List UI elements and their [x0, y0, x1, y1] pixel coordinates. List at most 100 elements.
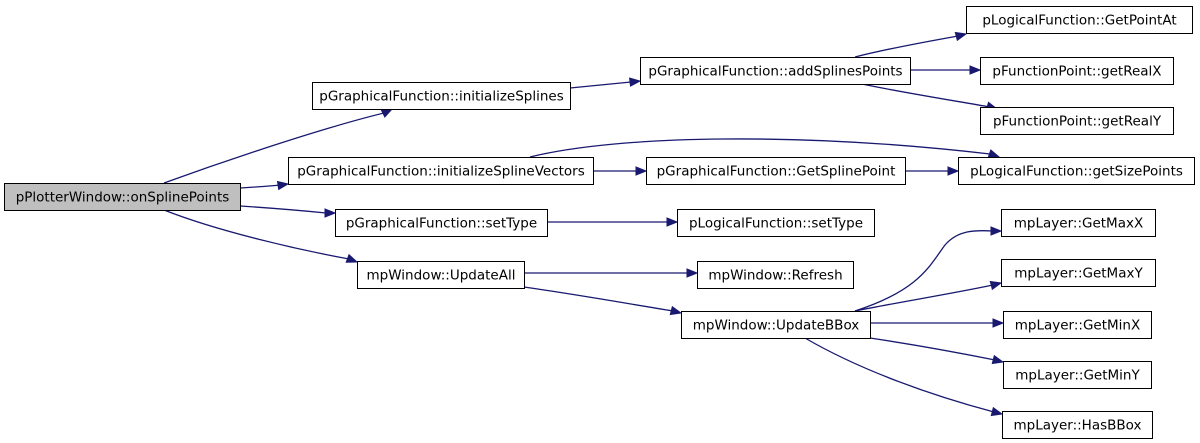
edge-arrowhead: [669, 305, 683, 316]
edge-arrowhead: [629, 77, 642, 87]
node-refresh[interactable]: mpWindow::Refresh: [697, 261, 854, 289]
edge-initSplineVectors-to-getSizePoints: [529, 138, 1001, 159]
node-box: [312, 82, 571, 110]
edge-line: [523, 286, 674, 312]
node-get-max-x[interactable]: mpLayer::GetMaxX: [1001, 209, 1156, 237]
edge-addSplinesPoints-to-getRealY: [861, 83, 999, 111]
edge-updateBBox-to-getMinY: [869, 337, 1005, 365]
node-label: pFunctionPoint::getRealY: [993, 114, 1162, 130]
node-label: mpWindow::UpdateAll: [367, 268, 516, 284]
edge-line: [854, 230, 994, 312]
node-box: [4, 183, 241, 211]
node-get-max-y[interactable]: mpLayer::GetMaxY: [1001, 259, 1156, 287]
edge-line: [163, 209, 350, 260]
edge-line: [529, 138, 991, 158]
node-label: pGraphicalFunction::setType: [346, 216, 537, 232]
edge-arrowhead: [276, 180, 290, 191]
node-add-splines-points[interactable]: pGraphicalFunction::addSplinesPoints: [640, 57, 911, 85]
node-box: [966, 6, 1193, 34]
edge-line: [569, 81, 632, 89]
edge-arrowhead: [635, 166, 648, 176]
node-box: [1003, 311, 1152, 339]
node-label: pFunctionPoint::getRealX: [992, 64, 1161, 80]
edge-updateBBox-to-hasBBox: [804, 337, 1004, 417]
nodes-layer: pPlotterWindow::onSplinePointspGraphical…: [4, 6, 1195, 439]
edge-arrowhead: [990, 226, 1003, 236]
node-box: [640, 57, 911, 85]
edges-layer: [163, 31, 1005, 417]
node-update-all[interactable]: mpWindow::UpdateAll: [357, 261, 525, 289]
node-init-spline-vectors[interactable]: pGraphicalFunction::initializeSplineVect…: [288, 157, 594, 185]
node-label: pPlotterWindow::onSplinePoints: [16, 190, 230, 206]
node-get-real-y[interactable]: pFunctionPoint::getRealY: [980, 107, 1174, 135]
node-get-real-x[interactable]: pFunctionPoint::getRealX: [980, 57, 1174, 85]
edge-initSplineVectors-to-getSplinePoint: [592, 166, 648, 176]
node-label: mpWindow::Refresh: [708, 268, 842, 284]
node-box: [335, 209, 548, 237]
node-get-min-y[interactable]: mpLayer::GetMinY: [1003, 361, 1152, 389]
edge-root-to-setTypeG: [239, 205, 337, 218]
edge-root-to-initSplineVectors: [239, 180, 290, 191]
edge-root-to-updateAll: [163, 209, 359, 263]
node-box: [958, 157, 1195, 185]
node-init-splines[interactable]: pGraphicalFunction::initializeSplines: [312, 82, 571, 110]
edge-arrowhead: [992, 318, 1005, 328]
edge-line: [804, 337, 995, 413]
edge-line: [869, 337, 996, 361]
node-get-size-points[interactable]: pLogicalFunction::getSizePoints: [958, 157, 1195, 185]
node-box: [677, 209, 875, 237]
edge-arrowhead: [987, 149, 1001, 159]
node-box: [681, 311, 871, 339]
node-label: mpLayer::HasBBox: [1013, 418, 1141, 434]
edge-updateBBox-to-getMaxY: [854, 280, 1003, 312]
node-box: [697, 261, 854, 289]
node-label: pLogicalFunction::setType: [689, 216, 863, 232]
edge-arrowhead: [686, 268, 699, 278]
edge-arrowhead: [969, 65, 982, 75]
edge-line: [861, 83, 991, 108]
node-box: [1002, 411, 1153, 439]
node-box: [1003, 361, 1152, 389]
edge-addSplinesPoints-to-getPointAt: [854, 31, 968, 58]
edge-arrowhead: [990, 406, 1004, 417]
node-get-spline-point[interactable]: pGraphicalFunction::GetSplinePoint: [646, 157, 906, 185]
node-box: [357, 261, 525, 289]
node-label: mpWindow::UpdateBBox: [693, 318, 860, 334]
edge-initSplines-to-addSplinesPoints: [569, 77, 642, 89]
edge-line: [239, 184, 282, 189]
node-box: [980, 107, 1174, 135]
edge-arrowhead: [991, 354, 1005, 365]
node-label: pLogicalFunction::getSizePoints: [970, 164, 1183, 180]
node-box: [646, 157, 906, 185]
edge-arrowhead: [989, 280, 1003, 291]
node-set-type-l[interactable]: pLogicalFunction::setType: [677, 209, 875, 237]
edge-updateAll-to-refresh: [524, 268, 699, 278]
node-label: pGraphicalFunction::GetSplinePoint: [657, 164, 896, 180]
node-label: mpLayer::GetMinY: [1015, 368, 1140, 384]
edge-updateBBox-to-getMinX: [870, 318, 1005, 328]
edge-arrowhead: [666, 217, 679, 227]
node-get-point-at[interactable]: pLogicalFunction::GetPointAt: [966, 6, 1193, 34]
edge-getSplinePoint-to-getSizePoints: [904, 166, 960, 176]
edge-line: [854, 284, 994, 312]
node-box: [288, 157, 594, 185]
node-label: mpLayer::GetMaxX: [1014, 216, 1143, 232]
node-set-type-g[interactable]: pGraphicalFunction::setType: [335, 209, 548, 237]
node-label: pGraphicalFunction::initializeSplineVect…: [297, 164, 585, 180]
edge-line: [239, 205, 327, 214]
edge-addSplinesPoints-to-getRealX: [910, 65, 982, 75]
edge-arrowhead: [324, 208, 337, 218]
edge-line: [854, 35, 959, 58]
node-label: pGraphicalFunction::addSplinesPoints: [648, 64, 902, 80]
edge-arrowhead: [380, 108, 394, 118]
node-root[interactable]: pPlotterWindow::onSplinePoints: [4, 183, 241, 211]
node-box: [1001, 259, 1156, 287]
edge-arrowhead: [345, 253, 359, 263]
edge-arrowhead: [947, 166, 960, 176]
node-update-b-box[interactable]: mpWindow::UpdateBBox: [681, 311, 871, 339]
edge-line: [163, 112, 385, 184]
node-get-min-x[interactable]: mpLayer::GetMinX: [1003, 311, 1152, 339]
node-label: mpLayer::GetMaxY: [1014, 266, 1143, 282]
node-has-b-box[interactable]: mpLayer::HasBBox: [1002, 411, 1153, 439]
